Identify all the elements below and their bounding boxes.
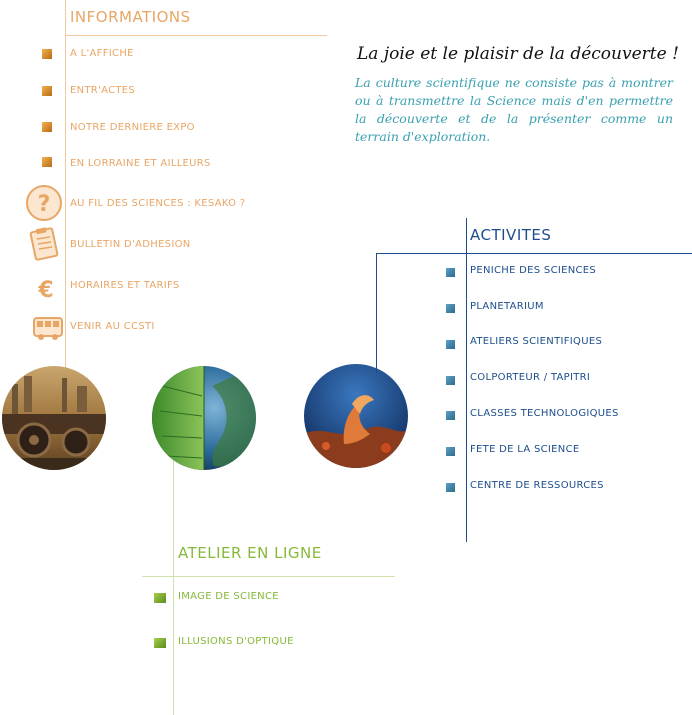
bullet-icon	[154, 593, 166, 603]
nav-item-centre-de-ressources[interactable]: CENTRE DE RESSOURCES	[470, 480, 604, 491]
clipboard-icon[interactable]	[28, 226, 62, 262]
nav-item-en-lorraine[interactable]: EN LORRAINE ET AILLEURS	[70, 158, 211, 169]
nav-item-illusions-optique[interactable]: ILLUSIONS D'OPTIQUE	[178, 636, 294, 647]
nav-item-ateliers-scientifiques[interactable]: ATELIERS SCIENTIFIQUES	[470, 336, 603, 347]
nav-item-a-laffiche[interactable]: A L'AFFICHE	[70, 48, 134, 59]
bullet-icon	[446, 483, 455, 492]
informations-vertical-line	[65, 0, 66, 380]
bullet-icon	[446, 411, 455, 420]
bullet-icon	[446, 340, 455, 349]
informations-horizontal-line	[65, 35, 327, 36]
intro-headline: La joie et le plaisir de la découverte !	[357, 44, 679, 64]
svg-text:?: ?	[38, 192, 51, 217]
nav-item-planetarium[interactable]: PLANETARIUM	[470, 301, 544, 312]
earth-leaf-photo[interactable]	[152, 366, 256, 470]
bus-icon[interactable]	[32, 314, 64, 342]
nav-item-colporteur-tapitri[interactable]: COLPORTEUR / TAPITRI	[470, 372, 591, 383]
euro-icon[interactable]: €	[34, 276, 58, 302]
bullet-icon	[446, 447, 455, 456]
industrial-photo[interactable]	[2, 366, 106, 470]
atelier-title: ATELIER EN LIGNE	[178, 544, 322, 562]
atelier-vertical-line	[173, 460, 174, 715]
nav-item-au-fil-des-sciences[interactable]: AU FIL DES SCIENCES : KESAKO ?	[70, 198, 246, 209]
nav-item-image-de-science[interactable]: IMAGE DE SCIENCE	[178, 591, 279, 602]
activites-horizontal-line	[376, 253, 692, 254]
bullet-icon	[154, 638, 166, 648]
question-icon[interactable]: ?	[25, 184, 63, 222]
activites-vertical-line	[466, 218, 467, 542]
bullet-icon	[42, 122, 52, 132]
nav-item-peniche-des-sciences[interactable]: PENICHE DES SCIENCES	[470, 265, 597, 276]
nav-item-classes-technologiques[interactable]: CLASSES TECHNOLOGIQUES	[470, 408, 619, 419]
activites-title: ACTIVITES	[470, 226, 552, 244]
informations-title: INFORMATIONS	[70, 8, 191, 26]
bullet-icon	[446, 268, 455, 277]
underwater-photo[interactable]	[304, 364, 408, 468]
bullet-icon	[446, 304, 455, 313]
activites-connector-line	[376, 253, 377, 373]
nav-item-bulletin-adhesion[interactable]: BULLETIN D'ADHESION	[70, 239, 191, 250]
bullet-icon	[446, 376, 455, 385]
nav-item-venir-au-ccsti[interactable]: VENIR AU CCSTI	[70, 321, 155, 332]
atelier-horizontal-line	[142, 576, 395, 577]
bullet-icon	[42, 49, 52, 59]
svg-text:€: €	[37, 278, 53, 302]
nav-item-notre-derniere-expo[interactable]: NOTRE DERNIERE EXPO	[70, 122, 195, 133]
nav-item-fete-de-la-science[interactable]: FETE DE LA SCIENCE	[470, 444, 580, 455]
intro-text: La culture scientifique ne consiste pas …	[355, 75, 673, 144]
bullet-icon	[42, 157, 52, 167]
bullet-icon	[42, 86, 52, 96]
nav-item-horaires-tarifs[interactable]: HORAIRES ET TARIFS	[70, 280, 180, 291]
nav-item-entractes[interactable]: ENTR'ACTES	[70, 85, 136, 96]
